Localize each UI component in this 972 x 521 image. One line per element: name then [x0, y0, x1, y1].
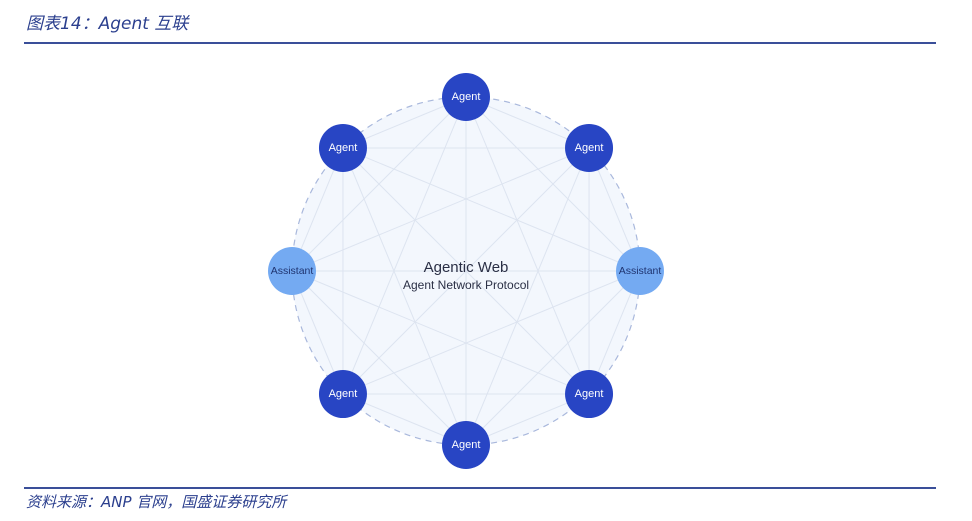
node-circle — [616, 247, 664, 295]
mesh-link — [465, 147, 590, 446]
mesh-link — [342, 147, 641, 272]
node-label: Agent — [575, 388, 604, 400]
header-divider — [24, 42, 936, 44]
node-label: Agent — [329, 388, 358, 400]
footer-divider — [24, 487, 936, 489]
agent-node: Agent — [565, 370, 614, 419]
agent-node: Agent — [565, 123, 614, 172]
mesh-link — [342, 96, 467, 395]
mesh-link — [291, 147, 590, 272]
mesh-link — [342, 147, 467, 446]
agent-node: Agent — [442, 73, 490, 121]
assistant-node: Assistant — [616, 247, 664, 295]
mesh-link — [342, 270, 641, 395]
node-label: Assistant — [619, 265, 662, 277]
node-circle — [268, 247, 316, 295]
agent-node: Agent — [318, 370, 367, 419]
node-label: Agent — [329, 142, 358, 154]
figure-title: 图表14：Agent 互联 — [26, 14, 189, 34]
node-circle — [442, 73, 490, 121]
node-circle — [318, 370, 367, 419]
node-circle — [318, 123, 367, 172]
agent-node: Agent — [442, 421, 490, 469]
node-label: Agent — [452, 91, 481, 103]
source-note: 资料来源：ANP 官网，国盛证券研究所 — [26, 493, 287, 511]
mesh-link — [291, 270, 590, 395]
mesh-link — [291, 270, 467, 446]
network-nodes: AgentAgentAssistantAgentAgentAgentAssist… — [268, 73, 664, 469]
mesh-link — [465, 96, 590, 395]
node-label: Assistant — [271, 265, 314, 277]
node-circle — [565, 123, 614, 172]
node-circle — [565, 370, 614, 419]
assistant-node: Assistant — [268, 247, 316, 295]
node-label: Agent — [452, 439, 481, 451]
mesh-link — [342, 147, 590, 395]
node-label: Agent — [575, 142, 604, 154]
node-circle — [442, 421, 490, 469]
center-title: Agentic Web — [424, 259, 509, 276]
center-subtitle: Agent Network Protocol — [403, 278, 529, 292]
center-label-group: Agentic Web Agent Network Protocol — [403, 259, 529, 292]
agent-node: Agent — [318, 123, 367, 172]
